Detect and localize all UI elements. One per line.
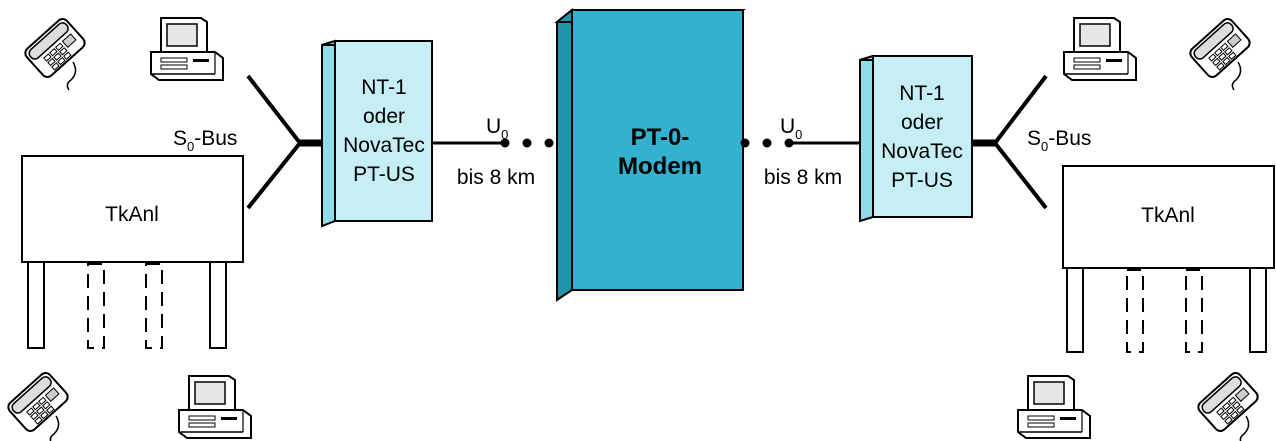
- svg-text:oder: oder: [901, 111, 943, 134]
- right-s0-bus-lines: [972, 74, 1048, 210]
- computer-icon: [1017, 375, 1091, 439]
- computer-icon: [150, 17, 224, 81]
- left-pbx-label: TkAnl: [105, 203, 159, 226]
- telephone-icon: [1186, 15, 1254, 91]
- computer-icon: [1063, 17, 1137, 81]
- telephone-icon: [1194, 369, 1262, 441]
- right-u0-label: U0: [780, 115, 802, 142]
- left-side: S0-Bus TkAnl NT-1 oder NovaTec PT-US: [4, 15, 554, 441]
- right-u0-line: [740, 138, 860, 148]
- modem-label-line2: Modem: [618, 153, 702, 180]
- left-distance-label: bis 8 km: [457, 166, 535, 189]
- telephone-icon: [4, 369, 72, 441]
- modem-label-line1: PT-0-: [631, 124, 690, 151]
- telephone-icon: [21, 15, 89, 91]
- computer-icon: [178, 375, 252, 439]
- left-nt-box: NT-1 oder NovaTec PT-US: [321, 39, 433, 228]
- svg-text:NT-1: NT-1: [361, 76, 407, 99]
- right-s0-bus-label: S0-Bus: [1027, 127, 1091, 154]
- left-s0-bus-lines: [246, 74, 325, 210]
- svg-text:NovaTec: NovaTec: [881, 140, 963, 163]
- right-side: U0 bis 8 km NT-1 oder NovaTec PT-US S0-B…: [740, 15, 1275, 441]
- left-u0-line: [432, 138, 554, 148]
- pt0-modem: PT-0- Modem: [554, 7, 746, 302]
- svg-text:PT-US: PT-US: [891, 169, 953, 192]
- svg-text:PT-US: PT-US: [353, 163, 415, 186]
- left-s0-bus-label: S0-Bus: [173, 127, 237, 154]
- right-pbx: TkAnl: [1062, 165, 1275, 353]
- right-nt-box: NT-1 oder NovaTec PT-US: [859, 54, 973, 223]
- svg-text:NovaTec: NovaTec: [343, 134, 425, 157]
- left-u0-label: U0: [486, 115, 508, 142]
- right-pbx-label: TkAnl: [1141, 204, 1195, 227]
- svg-text:oder: oder: [363, 105, 405, 128]
- right-distance-label: bis 8 km: [764, 166, 842, 189]
- left-pbx: TkAnl: [21, 155, 244, 349]
- svg-text:NT-1: NT-1: [899, 82, 945, 105]
